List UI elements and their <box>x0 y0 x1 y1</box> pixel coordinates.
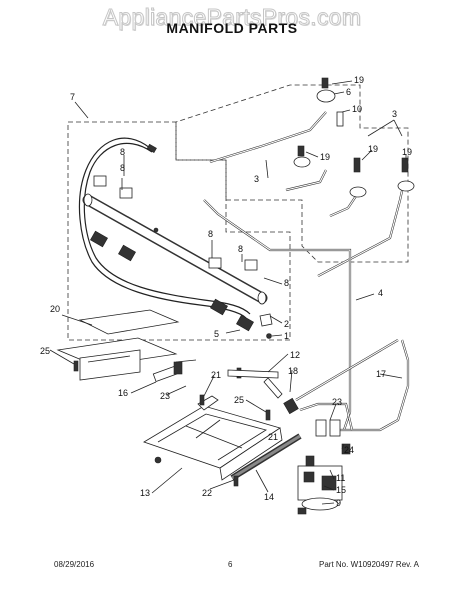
callout-19-b: 19 <box>320 152 330 162</box>
page-title: MANIFOLD PARTS <box>166 20 298 36</box>
callout-25-b: 25 <box>234 395 244 405</box>
fittings <box>283 397 351 455</box>
footer-date: 08/29/2016 <box>54 560 95 569</box>
callout-19-d: 19 <box>402 147 412 157</box>
callout-15: 15 <box>336 485 346 495</box>
callout-8-b: 8 <box>120 163 125 173</box>
callout-20: 20 <box>50 304 60 314</box>
leader-lines <box>49 80 407 505</box>
callout-5: 5 <box>214 329 219 339</box>
callout-21-a: 21 <box>211 370 221 380</box>
callout-24: 24 <box>344 445 354 455</box>
callout-1: 1 <box>284 331 289 341</box>
callout-16: 16 <box>118 388 128 398</box>
callout-12: 12 <box>290 350 300 360</box>
callout-18: 18 <box>288 366 298 376</box>
callout-3-b: 3 <box>254 174 259 184</box>
igniter-16 <box>152 359 197 383</box>
footer-page-number: 6 <box>228 560 233 569</box>
callout-14: 14 <box>264 492 274 502</box>
wire-harness <box>78 137 251 319</box>
callout-23-b: 23 <box>332 397 342 407</box>
watermark-logo: AppliancePartsPros.com <box>102 4 362 31</box>
callout-8-e: 8 <box>284 278 289 288</box>
burner-valve-box <box>175 84 409 263</box>
callout-22: 22 <box>202 488 212 498</box>
burner-tubes <box>209 111 406 277</box>
callout-19-c: 19 <box>368 144 378 154</box>
callout-8-c: 8 <box>208 229 213 239</box>
bracket-20 <box>56 309 180 381</box>
callout-6: 6 <box>346 87 351 97</box>
manifold-pipe <box>82 193 268 305</box>
callout-21-b: 21 <box>268 432 278 442</box>
bracket-12 <box>227 369 283 399</box>
valve-assembly <box>297 455 343 515</box>
callout-13: 13 <box>140 488 150 498</box>
burner-shelf <box>143 395 283 481</box>
manifold-clamps <box>90 175 273 339</box>
callout-9: 9 <box>336 498 341 508</box>
gas-line-17 <box>340 339 410 432</box>
callout-10: 10 <box>352 104 362 114</box>
burner-valves <box>293 77 415 198</box>
callout-4: 4 <box>378 288 383 298</box>
regulator-pipe <box>295 339 399 431</box>
callout-7: 7 <box>70 92 75 102</box>
footer-part-number: Part No. W10920497 Rev. A <box>319 560 419 569</box>
callout-2: 2 <box>284 319 289 329</box>
callout-11: 11 <box>336 473 345 483</box>
callout-17: 17 <box>376 369 386 379</box>
manifold-assembly-box <box>67 121 291 341</box>
callout-8-a: 8 <box>120 147 125 157</box>
callout-23-a: 23 <box>160 391 170 401</box>
orifice-bar <box>230 433 302 481</box>
callout-3-a: 3 <box>392 109 397 119</box>
callout-25-a: 25 <box>40 346 50 356</box>
callout-19-a: 19 <box>354 75 364 85</box>
callout-8-d: 8 <box>238 244 243 254</box>
